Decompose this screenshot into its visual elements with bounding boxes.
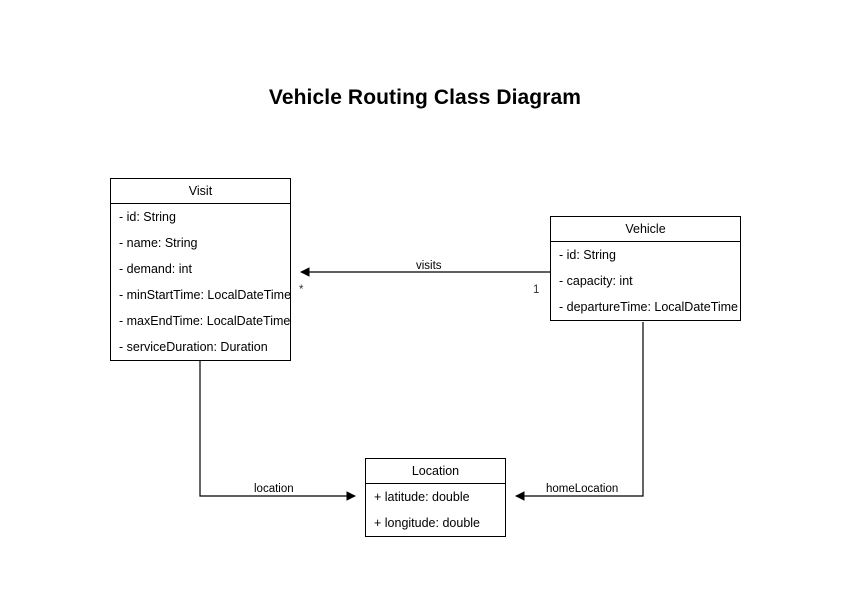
uml-attributes-location: + latitude: double + longitude: double: [366, 484, 505, 536]
uml-attribute: - name: String: [119, 236, 198, 250]
uml-attributes-visit: - id: String - name: String - demand: in…: [111, 204, 292, 360]
uml-attribute: + longitude: double: [374, 516, 480, 530]
multiplicity-visit-side: *: [299, 284, 304, 296]
page-title: Vehicle Routing Class Diagram: [268, 86, 582, 109]
uml-attribute: - id: String: [559, 248, 616, 262]
connector-location: [199, 359, 356, 501]
multiplicity-vehicle-side: 1: [533, 284, 540, 296]
edge-label-visits: visits: [416, 260, 442, 272]
edge-label-home-location: homeLocation: [546, 483, 619, 495]
uml-class-name-vehicle: Vehicle: [551, 217, 740, 242]
edge-label-location: location: [254, 483, 294, 495]
uml-class-location[interactable]: Location + latitude: double + longitude:…: [365, 458, 506, 537]
uml-attribute: - serviceDuration: Duration: [119, 340, 268, 354]
uml-attribute: - departureTime: LocalDateTime: [559, 300, 739, 314]
connector-home-location: [515, 322, 644, 501]
uml-attribute: - maxEndTime: LocalDateTime: [119, 314, 291, 328]
uml-attribute: - capacity: int: [559, 274, 633, 288]
uml-attributes-vehicle: - id: String - capacity: int - departure…: [551, 242, 740, 320]
uml-attribute: - minStartTime: LocalDateTime: [119, 288, 292, 302]
uml-class-vehicle[interactable]: Vehicle - id: String - capacity: int - d…: [550, 216, 741, 321]
uml-attribute: - demand: int: [119, 262, 192, 276]
uml-class-name-visit: Visit: [111, 179, 290, 204]
uml-attribute: - id: String: [119, 210, 176, 224]
uml-class-visit[interactable]: Visit - id: String - name: String - dema…: [110, 178, 291, 361]
uml-class-name-location: Location: [366, 459, 505, 484]
uml-attribute: + latitude: double: [374, 490, 470, 504]
